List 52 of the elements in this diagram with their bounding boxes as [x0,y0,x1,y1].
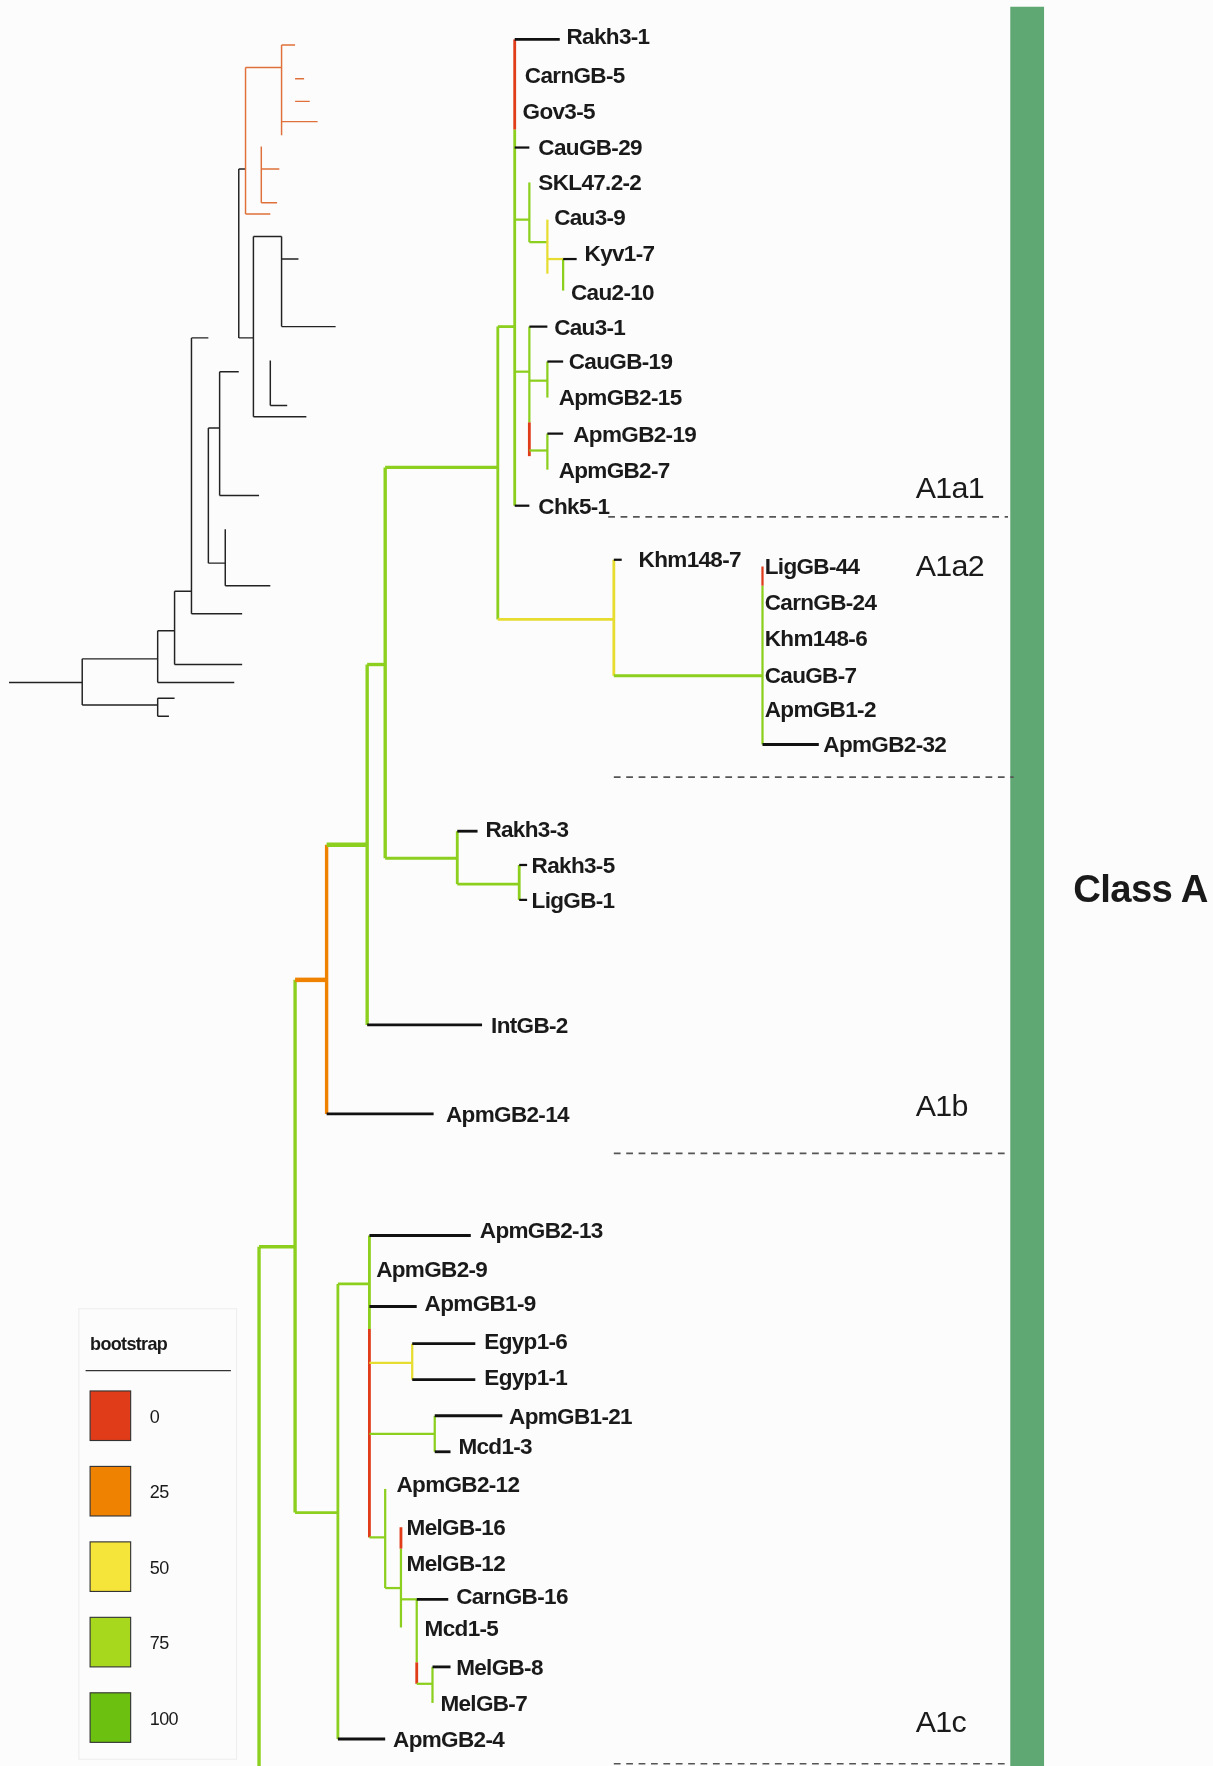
taxon-label: Rakh3-1 [566,23,650,49]
taxon-label: ApmGB2-9 [376,1256,488,1282]
legend-label: 25 [149,1482,169,1503]
taxon-label: ApmGB2-13 [479,1217,603,1243]
taxon-label: MelGB-16 [406,1514,506,1540]
legend-label: 100 [149,1708,178,1729]
taxon-label: CarnGB-24 [764,590,877,615]
clade-label: A1a1 [915,472,984,506]
taxon-label: Rakh3-5 [531,852,615,878]
class-label: Class A [1073,868,1208,911]
taxon-label: CarnGB-5 [524,63,625,88]
taxon-label: IntGB-2 [491,1012,568,1038]
taxon-label: LigGB-44 [764,554,860,579]
taxon-label: ApmGB1-9 [424,1290,536,1316]
taxon-label: Mcd1-3 [458,1433,532,1459]
clade-label: A1b [915,1090,968,1124]
taxon-label: Chk5-1 [538,493,610,519]
taxon-label: ApmGB2-7 [558,457,670,483]
taxon-label: SKL47.2-2 [538,170,642,195]
taxon-label: Kyv1-7 [584,241,655,266]
taxon-label: Cau3-9 [554,205,626,230]
taxon-label: ApmGB2-15 [558,385,682,410]
taxon-label: Gov3-5 [522,99,595,124]
taxon-label: ApmGB2-19 [573,421,697,446]
taxon-label: Egyp1-1 [484,1365,568,1390]
taxon-label: MelGB-7 [440,1690,528,1716]
taxon-label: LigGB-1 [531,887,615,913]
taxon-label: CauGB-7 [764,662,857,688]
legend-label: 0 [149,1406,160,1427]
taxon-label: MelGB-12 [406,1550,506,1576]
taxon-label: Cau3-1 [554,314,626,339]
taxon-label: Khm148-6 [764,626,867,651]
legend-label: 75 [149,1633,169,1654]
clade-label: A1c [915,1706,967,1740]
taxon-label: Egyp1-6 [484,1329,568,1354]
clade-label: A1a2 [915,549,984,584]
taxon-label: CarnGB-16 [456,1583,568,1609]
legend-label: 50 [149,1557,169,1578]
taxon-label: Rakh3-3 [485,816,569,842]
taxon-label: Mcd1-5 [424,1616,499,1641]
taxon-label: ApmGB1-21 [509,1403,632,1429]
taxon-label: ApmGB2-14 [446,1101,569,1127]
taxon-label: ApmGB2-32 [823,732,947,757]
taxon-label: ApmGB2-12 [396,1472,520,1497]
taxon-label: Cau2-10 [571,279,654,305]
taxon-label: ApmGB1-2 [764,697,876,722]
taxon-label: CauGB-29 [538,135,642,160]
taxon-label: Khm148-7 [638,546,741,571]
taxon-label: ApmGB2-4 [393,1726,505,1752]
legend-title: bootstrap [90,1333,168,1354]
taxon-label: MelGB-8 [456,1654,543,1680]
taxon-label: CauGB-19 [568,349,673,374]
